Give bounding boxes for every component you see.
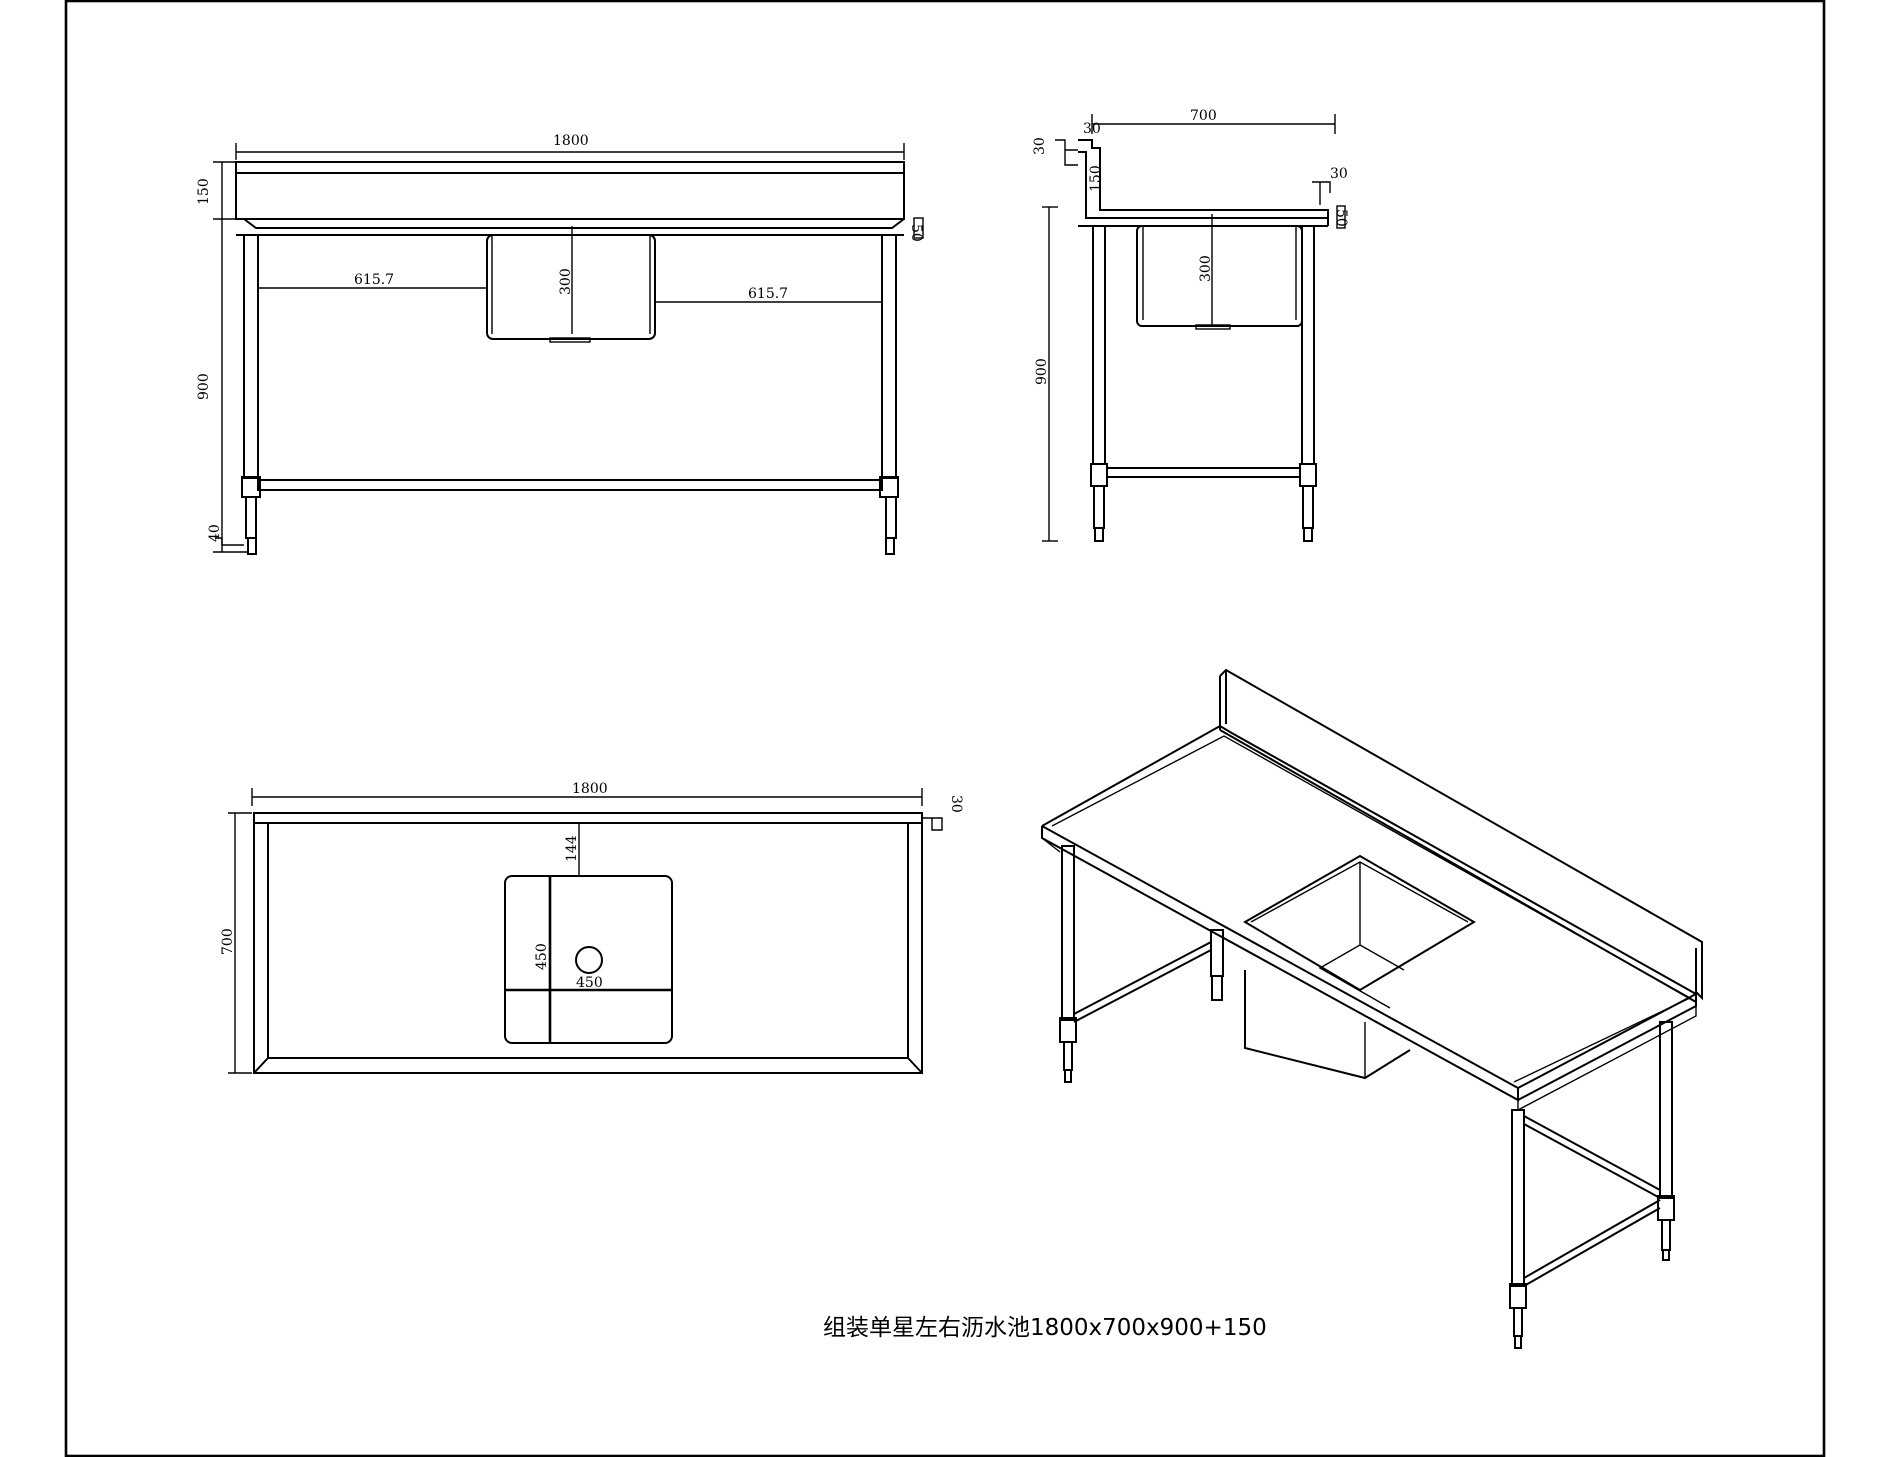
- front-view: 1800 50 300 615.7 615.7: [196, 133, 924, 555]
- front-right-offset-label: 615.7: [748, 286, 788, 302]
- plan-bowl-offset-label: 144: [564, 835, 580, 862]
- drawing-caption: 组装单星左右沥水池1800x700x900+150: [823, 1315, 1267, 1341]
- plan-width-label: 1800: [572, 781, 608, 797]
- side-back-thickness-label: 30: [1083, 121, 1101, 137]
- front-backsplash-label: 150: [196, 178, 212, 205]
- plan-depth-label: 700: [220, 928, 236, 955]
- drawing-frame: [64, 0, 1826, 1457]
- front-foot-label: 40: [207, 524, 223, 542]
- plan-bowl-width-label: 450: [534, 943, 550, 970]
- front-edge-label: 50: [908, 224, 924, 242]
- front-width-label: 1800: [553, 133, 589, 149]
- plan-edge-label: 30: [948, 795, 964, 813]
- plan-view: 1800 30 144 450 450 700: [220, 781, 964, 1074]
- side-edge-label: 50: [1333, 209, 1349, 227]
- front-height-label: 900: [196, 373, 212, 400]
- perspective-view: [1041, 668, 1703, 1349]
- side-height-label: 900: [1034, 358, 1050, 385]
- side-top-gap-label: 30: [1032, 137, 1048, 155]
- side-bowl-depth-label: 300: [1198, 255, 1214, 282]
- front-bowl-depth-label: 300: [558, 268, 574, 295]
- plan-bowl-length-label: 450: [576, 975, 603, 991]
- side-front-lip-label: 30: [1330, 166, 1348, 182]
- front-left-offset-label: 615.7: [354, 272, 394, 288]
- side-depth-label: 700: [1190, 108, 1217, 124]
- side-view: 700 30 30 150 30 50 300 900: [1032, 108, 1349, 542]
- side-backsplash-label: 150: [1088, 165, 1104, 192]
